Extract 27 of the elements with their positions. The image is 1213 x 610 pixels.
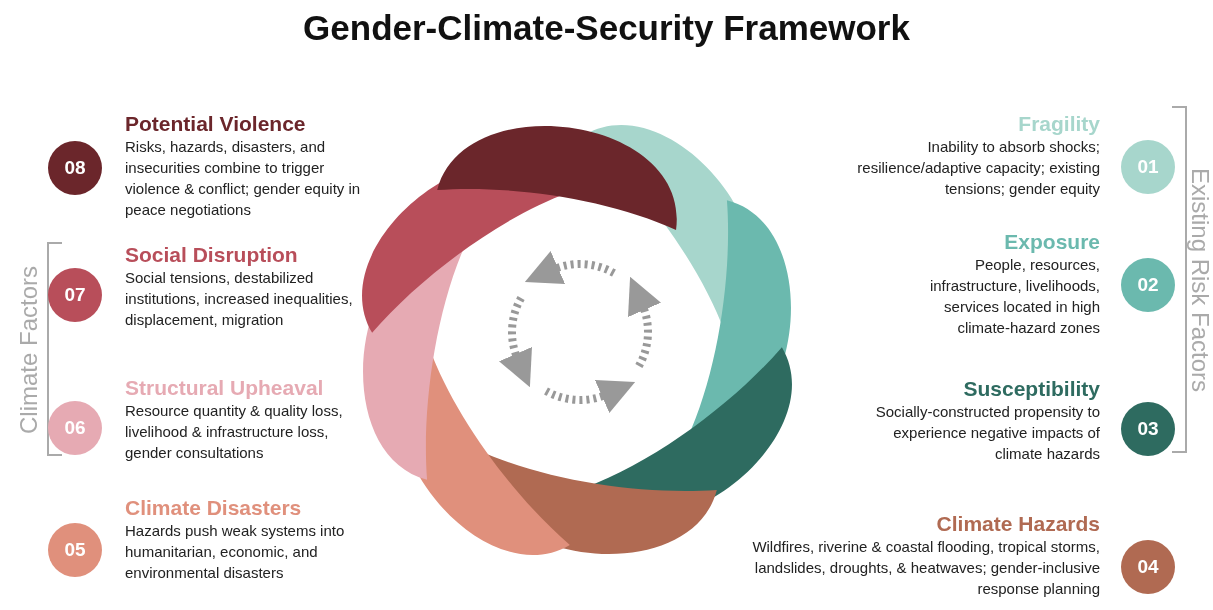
group-label: Climate Factors (15, 266, 43, 434)
heading: Potential Violence (125, 112, 307, 136)
heading: Social Disruption (125, 243, 299, 267)
number-badge: 07 (48, 268, 102, 322)
description: Hazards push weak systems into humanitarian, economic, and environmental disasters (125, 521, 346, 583)
group-label: Existing Risk Factors (1186, 167, 1213, 393)
heading: Climate Hazards (935, 512, 1100, 536)
heading: Structural Upheaval (125, 376, 325, 400)
number-badge: 03 (1121, 402, 1175, 456)
number-badge: 04 (1121, 540, 1175, 594)
number-badge: 05 (48, 523, 102, 577)
heading: Climate Disasters (125, 496, 303, 520)
description: Resource quantity & quality loss, livelihood & infrastructure loss, gender consultations (125, 401, 344, 463)
number-badge: 06 (48, 401, 102, 455)
heading: Fragility (1017, 112, 1100, 136)
heading: Exposure (1003, 230, 1100, 254)
description: Socially-constructed propensity to experience negative impacts of climate hazards (874, 402, 1100, 464)
number-badge: 08 (48, 141, 102, 195)
description: Social tensions, destabilized institutions, increased inequalities, displacement, migration (125, 268, 354, 330)
title: Gender-Climate-Security Framework (302, 8, 911, 48)
description: Wildfires, riverine & coastal flooding, tropical storms, landslides, droughts, & heatwaves; gender-inclusive response planning (751, 537, 1100, 599)
number-badge: 01 (1121, 140, 1175, 194)
number-badge: 02 (1121, 258, 1175, 312)
description: Inability to absorb shocks; resilience/adaptive capacity; existing tensions; gender equity (856, 137, 1100, 199)
description: People, resources, infrastructure, livelihoods, services located in high climate-hazard zones (928, 255, 1100, 338)
heading: Susceptibility (962, 377, 1100, 401)
description: Risks, hazards, disasters, and insecurities combine to trigger violence & conflict; gender equity in peace negotiations (125, 137, 362, 220)
